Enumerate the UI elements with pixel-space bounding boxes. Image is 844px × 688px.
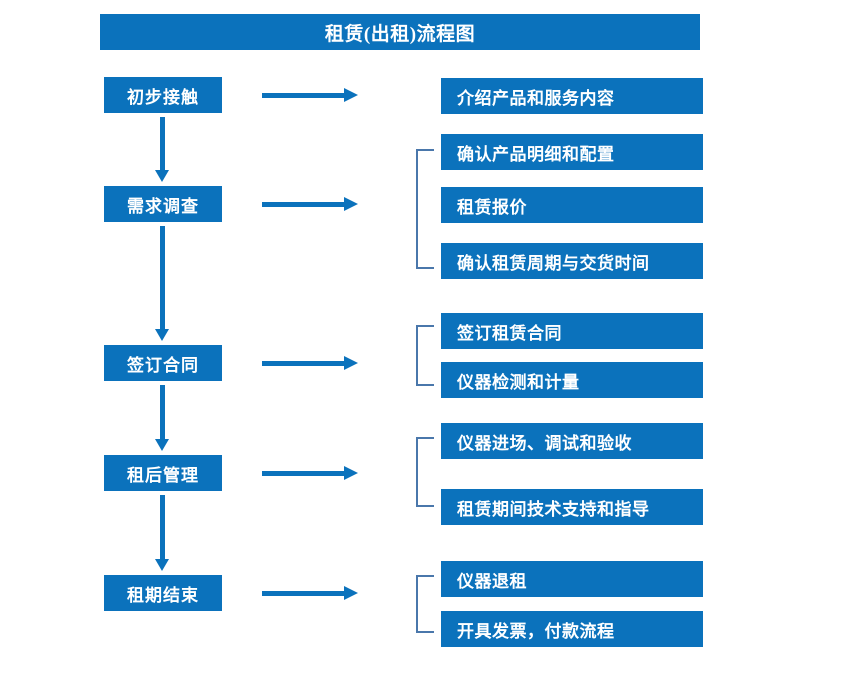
arrow-shaft: [262, 471, 346, 476]
detail-box-2[interactable]: 确认产品明细和配置: [441, 134, 703, 170]
horizontal-arrow-3: [262, 356, 359, 370]
arrow-head: [344, 586, 358, 600]
detail-box-4[interactable]: 确认租赁周期与交货时间: [441, 243, 703, 279]
arrow-head: [155, 559, 169, 571]
arrow-head: [344, 356, 358, 370]
detail-box-5[interactable]: 签订租赁合同: [441, 313, 703, 349]
detail-box-3[interactable]: 租赁报价: [441, 187, 703, 223]
horizontal-arrow-5: [262, 586, 359, 600]
arrow-shaft: [262, 202, 346, 207]
detail-box-1[interactable]: 介绍产品和服务内容: [441, 78, 703, 114]
detail-box-10[interactable]: 开具发票，付款流程: [441, 611, 703, 647]
detail-box-8[interactable]: 租赁期间技术支持和指导: [441, 489, 703, 525]
horizontal-arrow-1: [262, 88, 359, 102]
arrow-shaft: [160, 226, 165, 329]
stage-box-5[interactable]: 租期结束: [104, 575, 222, 611]
arrow-head: [344, 88, 358, 102]
arrow-shaft: [160, 495, 165, 559]
arrow-head: [155, 170, 169, 182]
flowchart-title: 租赁(出租)流程图: [100, 14, 700, 50]
vertical-arrow-1: [155, 117, 170, 182]
detail-box-6[interactable]: 仪器检测和计量: [441, 362, 703, 398]
horizontal-arrow-2: [262, 197, 359, 211]
arrow-shaft: [262, 93, 346, 98]
arrow-shaft: [160, 385, 165, 439]
detail-box-9[interactable]: 仪器退租: [441, 561, 703, 597]
group-bracket-contract: [416, 325, 434, 386]
arrow-shaft: [262, 591, 346, 596]
vertical-arrow-2: [155, 226, 170, 341]
stage-box-3[interactable]: 签订合同: [104, 345, 222, 381]
arrow-head: [155, 439, 169, 451]
arrow-head: [344, 466, 358, 480]
group-bracket-post-rental: [416, 437, 434, 507]
arrow-shaft: [160, 117, 165, 170]
group-bracket-requirements: [416, 149, 434, 269]
stage-box-1[interactable]: 初步接触: [104, 77, 222, 113]
arrow-head: [155, 329, 169, 341]
horizontal-arrow-4: [262, 466, 359, 480]
vertical-arrow-4: [155, 495, 170, 571]
vertical-arrow-3: [155, 385, 170, 451]
detail-box-7[interactable]: 仪器进场、调试和验收: [441, 423, 703, 459]
group-bracket-end-of-term: [416, 575, 434, 633]
stage-box-4[interactable]: 租后管理: [104, 455, 222, 491]
stage-box-2[interactable]: 需求调查: [104, 186, 222, 222]
arrow-head: [344, 197, 358, 211]
arrow-shaft: [262, 361, 346, 366]
